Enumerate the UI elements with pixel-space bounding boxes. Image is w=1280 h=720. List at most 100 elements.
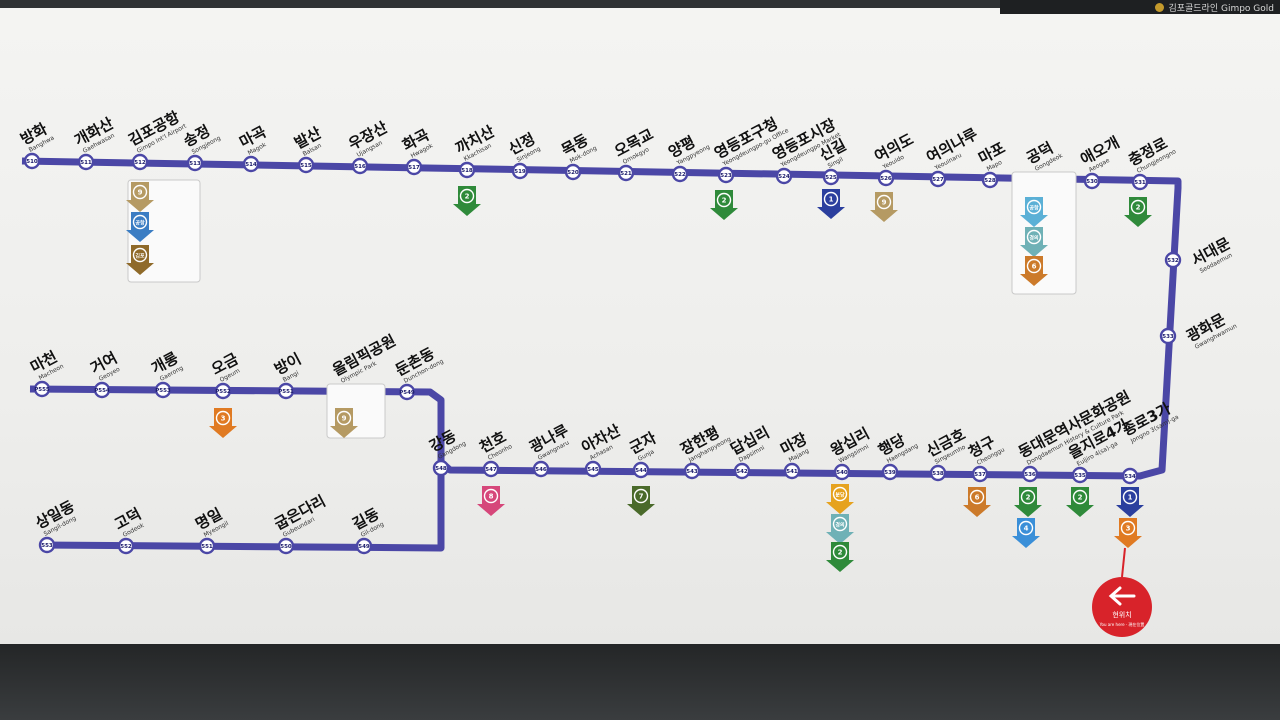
station-marker <box>1131 173 1149 191</box>
transfer-arrow-icon: 3 <box>209 408 237 438</box>
transfer-line-label: 6 <box>975 494 980 502</box>
station-code: 514 <box>245 162 257 168</box>
line-5-main-track <box>21 157 1182 552</box>
transfer-arrow-icon: 2 <box>1124 197 1152 227</box>
station-floor <box>0 644 1280 720</box>
station-code: 524 <box>778 174 790 180</box>
station-marker <box>584 460 602 478</box>
station-marker <box>277 537 295 555</box>
station-marker <box>617 164 635 182</box>
station-code: 551 <box>201 544 213 550</box>
station-marker <box>1121 467 1139 485</box>
transfer-line-label: 8 <box>489 493 494 501</box>
station-code: 546 <box>535 467 547 473</box>
you-are-here-label: 현위치 <box>1112 610 1131 619</box>
transfer-arrow-icon: 2 <box>1014 487 1042 517</box>
station-code: 520 <box>567 170 579 176</box>
transfer-arrow-icon: 1 <box>817 189 845 219</box>
you-are-here-pointer <box>1121 547 1126 578</box>
station-code: 533 <box>1162 334 1174 340</box>
station-marker <box>877 169 895 187</box>
station-code: 540 <box>836 470 848 476</box>
station-marker <box>405 158 423 176</box>
station-marker <box>881 463 899 481</box>
you-are-here-marker: 현위치 You are here · 現在位置 <box>1092 577 1152 637</box>
transfer-arrow-icon: 2 <box>453 186 481 216</box>
transfer-line-label: 경의 <box>1029 235 1039 242</box>
station-code: 536 <box>1024 472 1036 478</box>
transfer-arrow-icon: 2 <box>1066 487 1094 517</box>
transfer-line-label: 공항 <box>135 220 145 227</box>
transfer-line-label: 1 <box>1128 494 1133 502</box>
transfer-arrow-icon: 김포 <box>126 245 154 275</box>
station-marker <box>1159 327 1177 345</box>
station-marker <box>717 166 735 184</box>
station-code: 516 <box>354 164 366 170</box>
station-marker <box>971 465 989 483</box>
station-code: 547 <box>485 467 497 473</box>
transfer-line-label: 2 <box>1026 494 1031 502</box>
station-code: 538 <box>932 471 944 477</box>
transfer-line-label: 2 <box>1136 204 1141 212</box>
station-marker <box>355 537 373 555</box>
station-marker <box>398 383 416 401</box>
station-marker <box>632 461 650 479</box>
transfer-arrow-icon: 분당 <box>826 484 854 514</box>
station-code: 544 <box>635 468 647 474</box>
station-marker <box>929 464 947 482</box>
transfer-arrow-icon: 8 <box>477 486 505 516</box>
station-code: P551 <box>278 389 294 395</box>
station-marker <box>482 460 500 478</box>
transfer-line-label: 3 <box>221 415 226 423</box>
station-marker <box>297 156 315 174</box>
transfer-arrow-icon: 공항 <box>1020 197 1048 227</box>
station-code: 513 <box>189 161 201 167</box>
station-marker <box>242 155 260 173</box>
transfer-line-label: 4 <box>1024 525 1029 533</box>
station-marker <box>775 167 793 185</box>
line-sign-text: 김포골드라인 Gimpo Gold <box>1168 3 1274 14</box>
transfer-arrow-icon: 2 <box>710 190 738 220</box>
transfer-line-label: 7 <box>639 493 644 501</box>
station-marker <box>131 153 149 171</box>
station-marker <box>432 459 450 477</box>
station-marker <box>564 163 582 181</box>
transfer-arrow-icon: 3 <box>1114 518 1142 548</box>
station-marker <box>38 536 56 554</box>
station-marker <box>1071 466 1089 484</box>
station-code: 534 <box>1124 474 1136 480</box>
transfer-arrow-icon: 9 <box>330 408 358 438</box>
station-code: P553 <box>155 388 171 394</box>
transfer-arrow-icon: 공항 <box>126 212 154 242</box>
station-code: 541 <box>786 469 798 475</box>
station-code: P555 <box>34 387 50 393</box>
station-marker <box>783 462 801 480</box>
station-marker <box>683 462 701 480</box>
transfer-line-label: 2 <box>838 549 843 557</box>
transfer-line-label: 2 <box>722 197 727 205</box>
station-marker <box>154 381 172 399</box>
station-marker <box>117 537 135 555</box>
transfer-line-label: 9 <box>342 415 347 423</box>
station-marker <box>981 171 999 189</box>
transfer-arrow-icon: 1 <box>1116 487 1144 517</box>
station-code: 550 <box>280 544 292 550</box>
transfer-arrow-icon: 9 <box>126 182 154 212</box>
station-marker <box>33 380 51 398</box>
transfer-arrow-icon: 경의 <box>1020 227 1048 257</box>
transfer-line-label: 경의 <box>835 522 845 529</box>
station-code: 525 <box>825 175 837 181</box>
station-marker <box>351 157 369 175</box>
station-code: 527 <box>932 177 944 183</box>
transfer-line-label: 분당 <box>835 492 845 499</box>
station-code: 543 <box>686 469 698 475</box>
you-are-here-sub: You are here · 現在位置 <box>1099 621 1145 627</box>
map-board <box>0 8 1280 644</box>
line-sign: 김포골드라인 Gimpo Gold <box>1000 0 1280 14</box>
